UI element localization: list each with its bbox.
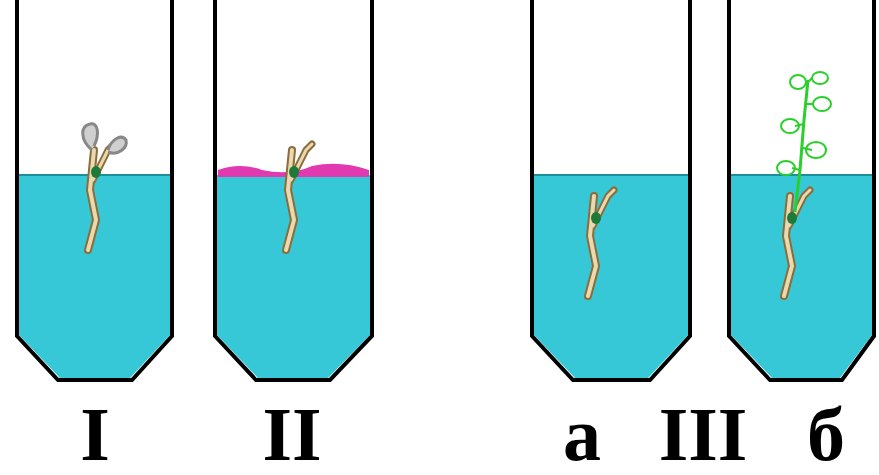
tube-label: II bbox=[262, 396, 321, 472]
tube-3b bbox=[729, 0, 874, 380]
tube-3a bbox=[532, 0, 690, 380]
tube-label: I bbox=[80, 396, 110, 472]
tube-1 bbox=[17, 0, 172, 380]
tube-2 bbox=[215, 0, 372, 380]
tube-label: а bbox=[563, 396, 601, 472]
tube-label: б bbox=[807, 396, 845, 472]
tube-label: III bbox=[659, 396, 748, 472]
